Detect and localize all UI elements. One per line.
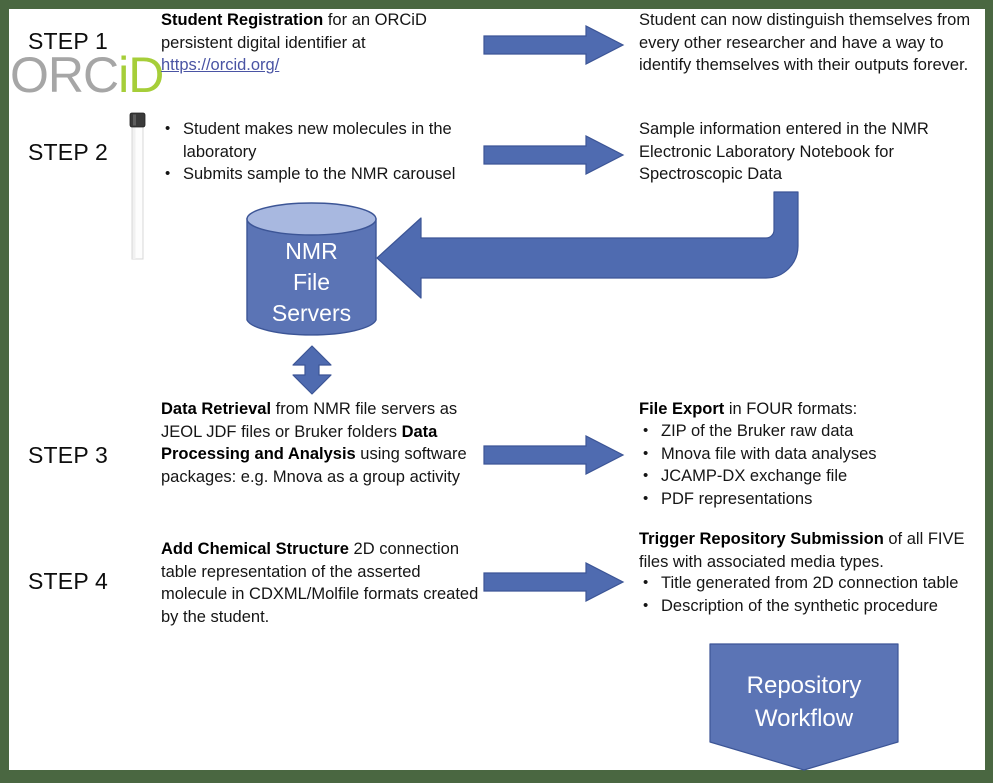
list-item: Title generated from 2D connection table — [639, 572, 991, 595]
step-4-left-text: Add Chemical Structure 2D connection tab… — [161, 538, 481, 628]
nmr-file-servers-cylinder: NMR File Servers — [246, 202, 377, 337]
step-4-right-heading: Trigger Repository Submission of all FIV… — [639, 528, 991, 573]
step-3-right-heading: File Export in FOUR formats: — [639, 398, 991, 421]
step-3-arrow-icon — [483, 435, 625, 475]
step-2-bullet-list: Student makes new molecules in the labor… — [161, 118, 481, 186]
list-item: Submits sample to the NMR carousel — [161, 163, 481, 186]
step-4-left-rest: 2D connection table representation of th… — [161, 540, 479, 626]
step-4-right-bold: Trigger Repository Submission — [639, 530, 884, 548]
step-3-left-bold-1: Data Retrieval — [161, 400, 272, 418]
step-2-right-text: Sample information entered in the NMR El… — [639, 120, 929, 183]
step-3-left-bold-2: Data Processing and Analysis — [161, 422, 438, 464]
list-item: ZIP of the Bruker raw data — [639, 420, 991, 443]
step-1-label: STEP 1 — [28, 28, 109, 54]
step-1-left-text: Student Registration for an ORCiD persis… — [161, 9, 461, 77]
step-3-right-bold: File Export — [639, 400, 725, 418]
frame-border-bottom — [0, 770, 993, 783]
orcid-logo: ORCiD — [10, 47, 164, 103]
step-3-right-bullet-list: ZIP of the Bruker raw data Mnova file wi… — [639, 420, 991, 510]
step-4-arrow-icon — [483, 562, 625, 602]
step-1-arrow-icon — [483, 25, 625, 65]
list-item: PDF representations — [639, 488, 991, 511]
step-4-right-rest: of all FIVE files with associated media … — [639, 530, 965, 571]
orcid-logo-id: iD — [118, 47, 164, 103]
repository-workflow-shape: Repository Workflow — [709, 643, 899, 771]
frame-border-left — [0, 0, 9, 783]
list-item: Mnova file with data analyses — [639, 443, 991, 466]
list-item: Description of the synthetic procedure — [639, 595, 991, 618]
step-2-label: STEP 2 — [28, 139, 109, 165]
orcid-logo-orc: ORC — [10, 47, 119, 103]
list-item: JCAMP-DX exchange file — [639, 465, 991, 488]
step-4-right-bullet-list: Title generated from 2D connection table… — [639, 572, 991, 617]
step-3-left-rest-1: from NMR file servers as JEOL JDF files … — [161, 400, 458, 441]
step-3-right-rest: in FOUR formats: — [724, 400, 858, 418]
step-3-label: STEP 3 — [28, 442, 109, 468]
step-3-left-rest-2: using software packages: e.g. Mnova as a… — [161, 445, 467, 486]
step-3-left-text: Data Retrieval from NMR file servers as … — [161, 398, 481, 488]
step-1-left-rest: for an ORCiD persistent digital identifi… — [161, 11, 427, 52]
frame-border-top — [0, 0, 993, 9]
step-4-left-bold: Add Chemical Structure — [161, 540, 349, 558]
eln-to-server-elbow-arrow-icon — [375, 191, 815, 302]
frame-border-right — [985, 0, 993, 783]
nmr-tube-icon — [128, 112, 150, 265]
list-item: Student makes new molecules in the labor… — [161, 118, 481, 163]
server-retrieval-double-arrow-icon — [291, 345, 333, 395]
orcid-link[interactable]: https://orcid.org/ — [161, 56, 280, 74]
step-2-arrow-icon — [483, 135, 625, 175]
step-4-label: STEP 4 — [28, 568, 109, 594]
step-1-left-bold: Student Registration — [161, 11, 324, 29]
step-1-right-text: Student can now distinguish themselves f… — [639, 11, 971, 74]
